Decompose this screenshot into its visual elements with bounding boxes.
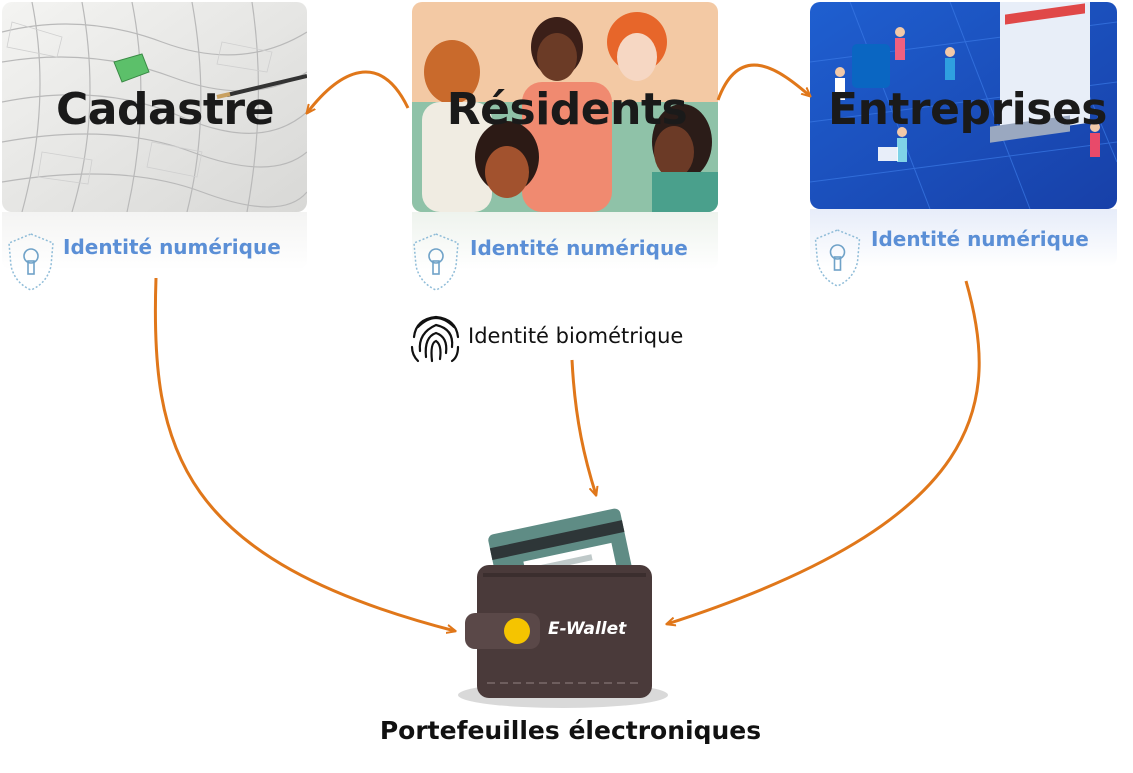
residents-title: Résidents [446,84,688,135]
residents-id-row: Identité numérique [408,231,688,293]
cadastre-reflection [2,212,307,270]
arrow-entreprises-to-wallet [667,280,981,624]
cadastre-id-row: Identité numérique [5,231,281,293]
residents-panel: Résidents [412,2,718,212]
fingerprint-icon [410,315,460,363]
digital-id-shield-icon [814,229,861,287]
biometric-id-label: Identité biométrique [468,324,684,348]
wallet-caption: Portefeuilles électroniques [379,716,762,745]
cadastre-id-label: Identité numérique [63,235,281,259]
entreprises-id-row: Identité numérique [810,227,1089,289]
arrow-residents-to-cadastre [307,70,410,113]
digital-id-shield-icon [8,233,54,291]
entreprises-reflection [810,209,1117,267]
entreprises-id-label: Identité numérique [871,227,1089,251]
entreprises-business-image [810,2,1117,209]
cadastre-map-image [2,2,307,212]
wallet-icon [458,508,668,708]
entreprises-panel: Entreprises [810,2,1117,209]
residents-reflection [412,212,718,270]
wallet-label: E-Wallet [548,619,627,639]
residents-id-label: Identité numérique [470,235,688,260]
cadastre-title: Cadastre [56,84,274,135]
arrow-residents-to-entreprises [716,63,810,101]
digital-id-shield-icon [413,233,459,291]
residents-people-image [412,2,718,212]
entreprises-title: Entreprises [828,84,1107,135]
arrow-biometric-to-wallet [570,359,596,495]
arrow-cadastre-to-wallet [153,277,455,631]
biometric-id-row: Identité biométrique [408,307,683,365]
cadastre-panel: Cadastre [2,2,307,212]
